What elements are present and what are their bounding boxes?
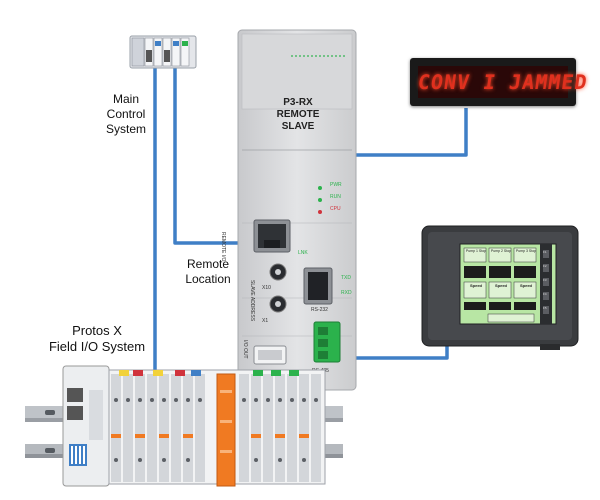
x10-label: X10 — [262, 285, 271, 291]
hmi-f3: F3 — [543, 278, 547, 282]
led-sign: CONV I JAMMED — [410, 58, 590, 106]
led-run-label: RUN — [330, 194, 341, 200]
hmi-cell-3: Pump 3 Stop — [515, 249, 537, 253]
led-pwr-label: PWR — [330, 182, 342, 188]
remote-io-label: REMOTE I/O — [220, 232, 226, 262]
hmi-panel — [421, 225, 579, 350]
cable-main-to-remote-io — [173, 62, 258, 245]
hmi-speed-3: Speed — [519, 283, 532, 288]
main-control-label-line1: Main — [112, 92, 139, 106]
lnk-label: LNK — [298, 250, 308, 256]
main-control-label: Main Control System — [96, 92, 156, 137]
module-title-line2: REMOTE SLAVE — [276, 109, 320, 132]
main-control-label-line3: System — [105, 122, 146, 136]
protos-label-line1: Protos X — [72, 323, 122, 338]
txd-label: TXD — [341, 275, 351, 281]
remote-location-label-line2: Location — [185, 272, 231, 286]
led-cpu-label: CPU — [330, 206, 341, 212]
hmi-f2: F2 — [543, 264, 547, 268]
hmi-f1: F1 — [543, 250, 547, 254]
remote-location-label-line1: Remote — [186, 257, 230, 271]
hmi-speed-1: Speed — [469, 283, 482, 288]
protos-x-field-io — [25, 365, 343, 487]
protos-label: Protos X Field I/O System — [42, 323, 152, 355]
hmi-speed-2: Speed — [494, 283, 507, 288]
slave-address-label: SLAVE ADDRESS — [249, 280, 255, 322]
hmi-cell-1: Pump 1 Stop — [465, 249, 487, 253]
module-title: P3-RX REMOTE SLAVE — [262, 97, 334, 133]
p3-rx-module — [237, 29, 357, 391]
remote-location-label: Remote Location — [178, 257, 238, 287]
rxd-label: RXD — [341, 290, 352, 296]
hmi-f5: F5 — [543, 306, 547, 310]
led-sign-message: CONV I JAMMED — [416, 70, 590, 94]
rs232-label: RS-232 — [311, 307, 328, 313]
module-title-line1: P3-RX — [283, 97, 313, 108]
x1-label: X1 — [262, 318, 269, 324]
protos-label-line2: Field I/O System — [48, 339, 146, 354]
main-control-plc — [129, 35, 197, 69]
io-out-label: I/O OUT — [242, 340, 248, 359]
hmi-cell-2: Pump 2 Stop — [490, 249, 512, 253]
hmi-f4: F4 — [543, 292, 547, 296]
main-control-label-line2: Control — [106, 107, 146, 121]
